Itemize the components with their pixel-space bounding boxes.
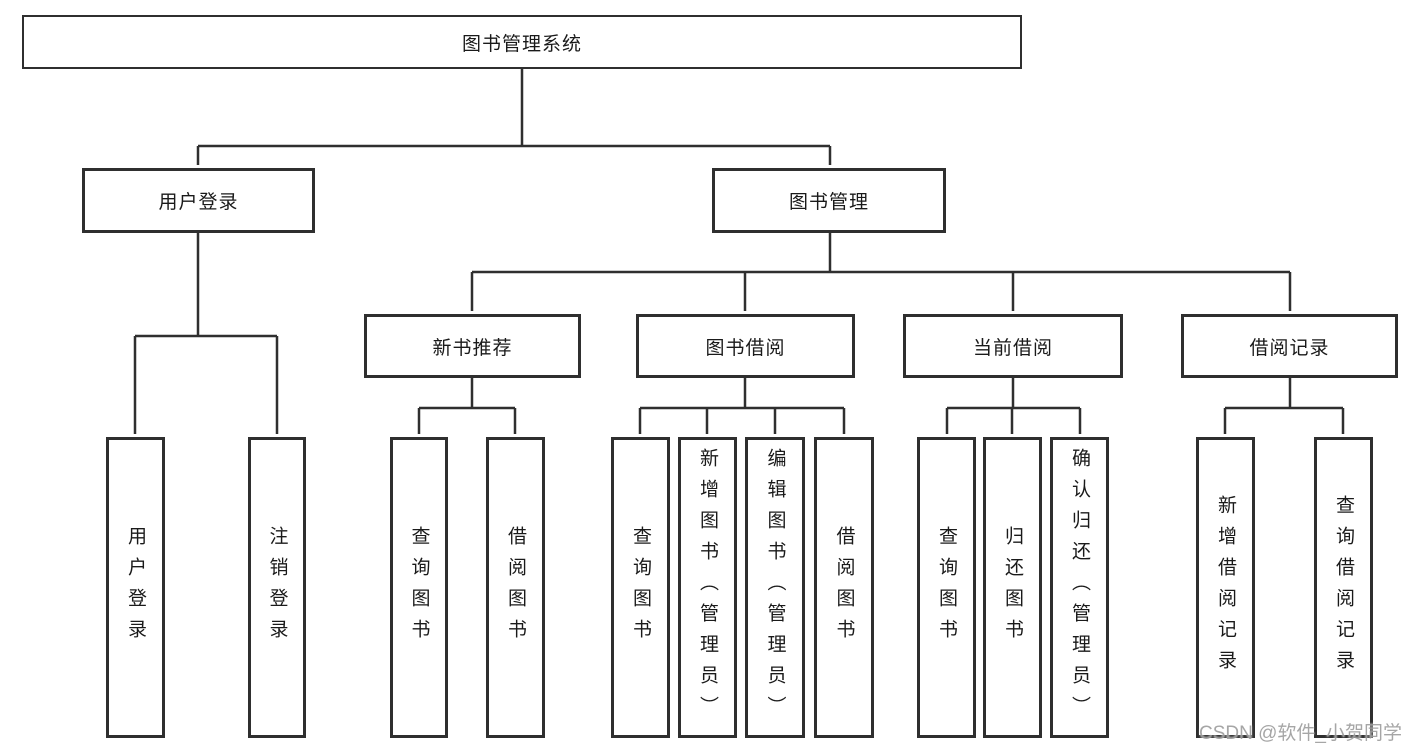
node-label: 新增借阅记录 <box>1215 494 1236 681</box>
node-label: 查询图书 <box>408 525 430 650</box>
leaf-add-books-admin: 新增图书（管理员） <box>678 437 737 738</box>
node-library-system: 图书管理系统 <box>22 15 1022 69</box>
node-label: 借阅记录 <box>1249 337 1330 359</box>
node-label: 借阅图书 <box>505 525 526 650</box>
node-label: 归还图书 <box>1002 525 1023 650</box>
leaf-edit-books-admin: 编辑图书（管理员） <box>745 437 805 738</box>
node-label: 注销登录 <box>266 525 288 650</box>
node-label: 查询图书 <box>630 525 651 650</box>
node-label: 用户登录 <box>158 192 239 213</box>
node-new-book-recommend: 新书推荐 <box>364 314 581 378</box>
csdn-watermark: CSDN @软件_小贺同学 <box>1199 723 1402 744</box>
connector-group <box>133 69 1345 434</box>
leaf-borrow-books-1: 借阅图书 <box>486 437 545 738</box>
node-current-borrowing: 当前借阅 <box>903 314 1123 378</box>
leaf-borrow-books-2: 借阅图书 <box>814 437 874 738</box>
node-label: 新增图书（管理员） <box>697 448 718 727</box>
leaf-logout: 注销登录 <box>248 437 306 738</box>
node-label: 编辑图书（管理员） <box>764 448 786 727</box>
node-label: 确认归还（管理员） <box>1069 448 1090 727</box>
node-label: 图书借阅 <box>705 337 786 359</box>
node-label: 当前借阅 <box>972 337 1053 359</box>
leaf-query-books-1: 查询图书 <box>390 437 448 738</box>
node-user-login-group: 用户登录 <box>82 168 315 233</box>
node-label: 图书管理系统 <box>461 33 582 55</box>
leaf-add-borrow-record: 新增借阅记录 <box>1196 437 1255 738</box>
node-label: 图书管理 <box>788 192 869 213</box>
leaf-query-books-3: 查询图书 <box>917 437 976 738</box>
node-borrowing-records: 借阅记录 <box>1181 314 1398 378</box>
node-label: 借阅图书 <box>833 525 855 650</box>
node-label: 用户登录 <box>125 525 146 650</box>
node-book-borrowing: 图书借阅 <box>636 314 855 378</box>
node-book-management: 图书管理 <box>712 168 946 233</box>
leaf-query-borrow-record: 查询借阅记录 <box>1314 437 1373 738</box>
leaf-confirm-return-admin: 确认归还（管理员） <box>1050 437 1109 738</box>
leaf-user-login: 用户登录 <box>106 437 165 738</box>
node-label: 新书推荐 <box>432 337 513 359</box>
node-label: 查询图书 <box>936 525 957 650</box>
node-label: 查询借阅记录 <box>1333 494 1354 681</box>
leaf-return-books: 归还图书 <box>983 437 1042 738</box>
leaf-query-books-2: 查询图书 <box>611 437 670 738</box>
